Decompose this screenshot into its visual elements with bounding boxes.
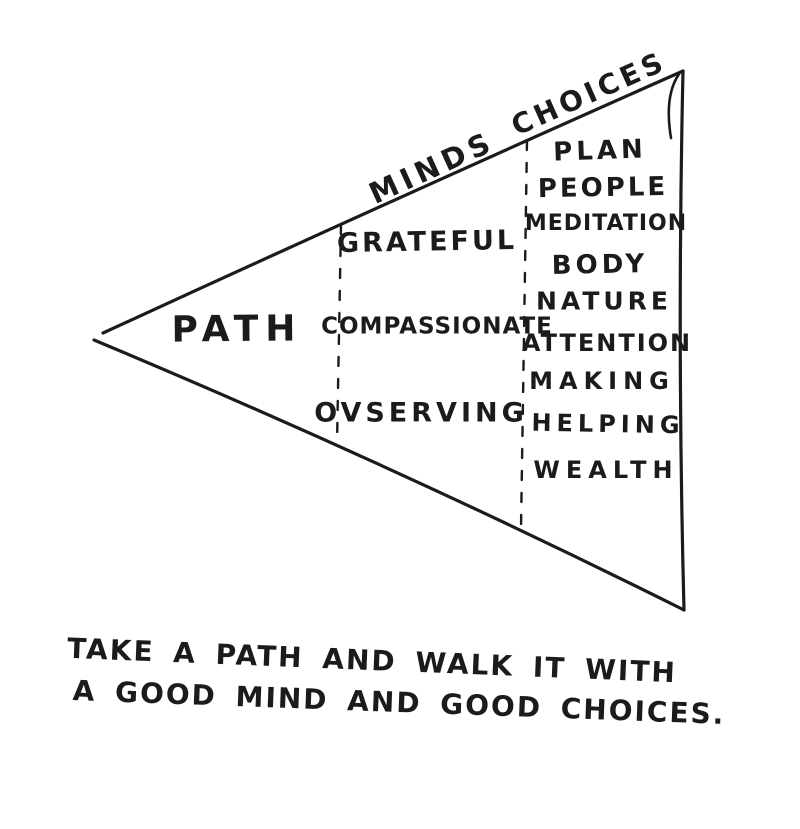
divider-path-minds: [335, 223, 343, 446]
choices-item-people: PEOPLE: [537, 171, 669, 205]
choices-item-wealth: WEALTH: [533, 456, 679, 484]
minds-item-ovserving: OVSERVING: [314, 397, 528, 429]
choices-item-attention: ATTENTION: [521, 329, 693, 357]
section-label-path: PATH: [171, 308, 303, 351]
minds-item-compassionate: COMPASSIONATE: [321, 313, 553, 340]
choices-item-plan: PLAN: [552, 134, 648, 168]
minds-item-grateful: GRATEFUL: [336, 224, 518, 260]
choices-item-making: MAKING: [529, 367, 675, 395]
choices-item-body: BODY: [551, 249, 649, 281]
triangle-bottom-edge: [92, 338, 686, 612]
triangle-top-edge: [101, 69, 685, 335]
pen-hook-stroke: [667, 72, 681, 140]
choices-item-meditation: MEDITATION: [524, 211, 688, 236]
triangle-right-edge: [678, 69, 686, 612]
choices-item-helping: HELPING: [531, 408, 685, 440]
choices-item-nature: NATURE: [535, 286, 673, 316]
